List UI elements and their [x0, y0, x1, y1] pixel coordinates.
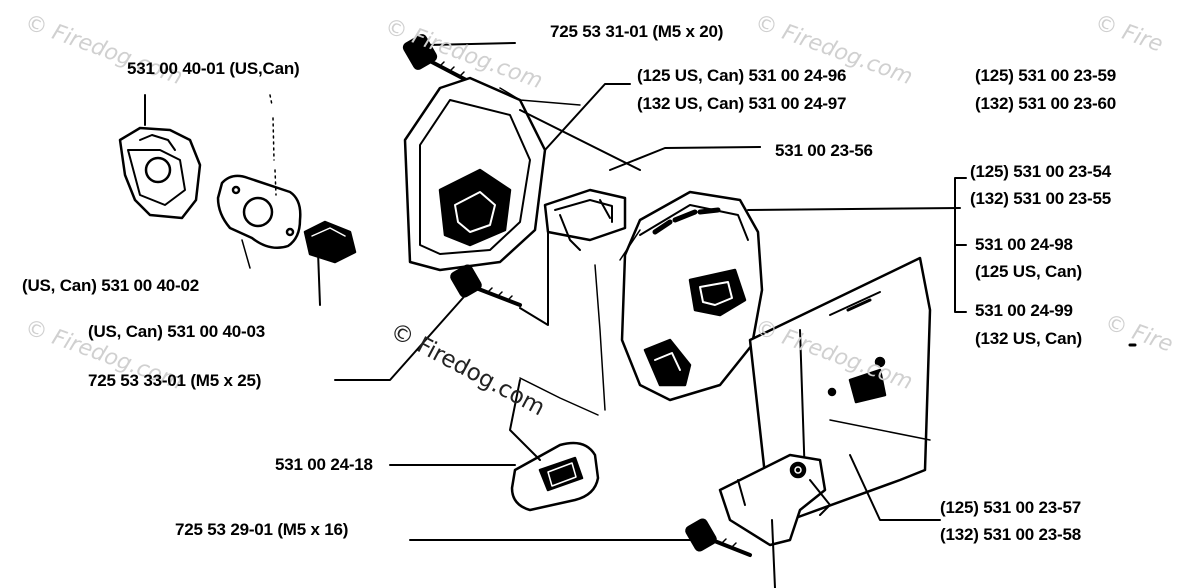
label-muffler-98-note: (125 US, Can)	[975, 262, 1082, 281]
label-right-125-59: (125) 531 00 23-59	[975, 66, 1117, 85]
spacer-nut-part	[303, 220, 357, 264]
label-plate-125-57: (125) 531 00 23-57	[940, 498, 1082, 517]
label-gasket-40-03: (US, Can) 531 00 40-03	[88, 322, 266, 341]
bolt-m5x16-part	[409, 518, 776, 588]
heat-shield-plate-part	[748, 256, 941, 522]
label-cover-132: (132 US, Can) 531 00 24-97	[637, 94, 847, 113]
bracket-part	[543, 146, 761, 411]
exhaust-gasket-part	[389, 377, 600, 512]
label-muffler-98: 531 00 24-98	[975, 235, 1073, 254]
label-muffler-125-54: (125) 531 00 23-54	[970, 162, 1112, 181]
intake-gasket-part	[216, 174, 302, 249]
label-exhaust-gasket-18: 531 00 24-18	[275, 455, 373, 474]
label-muffler-99: 531 00 24-99	[975, 301, 1073, 320]
label-right-132-60: (132) 531 00 23-60	[975, 94, 1117, 113]
intake-adapter-part	[118, 126, 202, 220]
label-bolt-m5x16: 725 53 29-01 (M5 x 16)	[175, 520, 349, 539]
lower-bracket-part	[718, 453, 831, 547]
label-gasket-40-02: (US, Can) 531 00 40-02	[22, 276, 200, 295]
muffler-body-part	[619, 190, 961, 402]
label-gasket-40-01: 531 00 40-01 (US,Can)	[127, 59, 300, 78]
bolt-m5x20-part	[402, 34, 516, 84]
label-bolt-m5x20: 725 53 31-01 (M5 x 20)	[550, 22, 724, 41]
label-cover-125: (125 US, Can) 531 00 24-96	[637, 66, 847, 85]
label-muffler-99-note: (132 US, Can)	[975, 329, 1082, 348]
muffler-cover-part	[403, 76, 641, 272]
label-bolt-m5x25: 725 53 33-01 (M5 x 25)	[88, 371, 262, 390]
label-bracket-56: 531 00 23-56	[775, 141, 873, 160]
label-muffler-132-55: (132) 531 00 23-55	[970, 189, 1112, 208]
label-plate-132-58: (132) 531 00 23-58	[940, 525, 1082, 544]
bolt-m5x25-part	[334, 229, 549, 381]
